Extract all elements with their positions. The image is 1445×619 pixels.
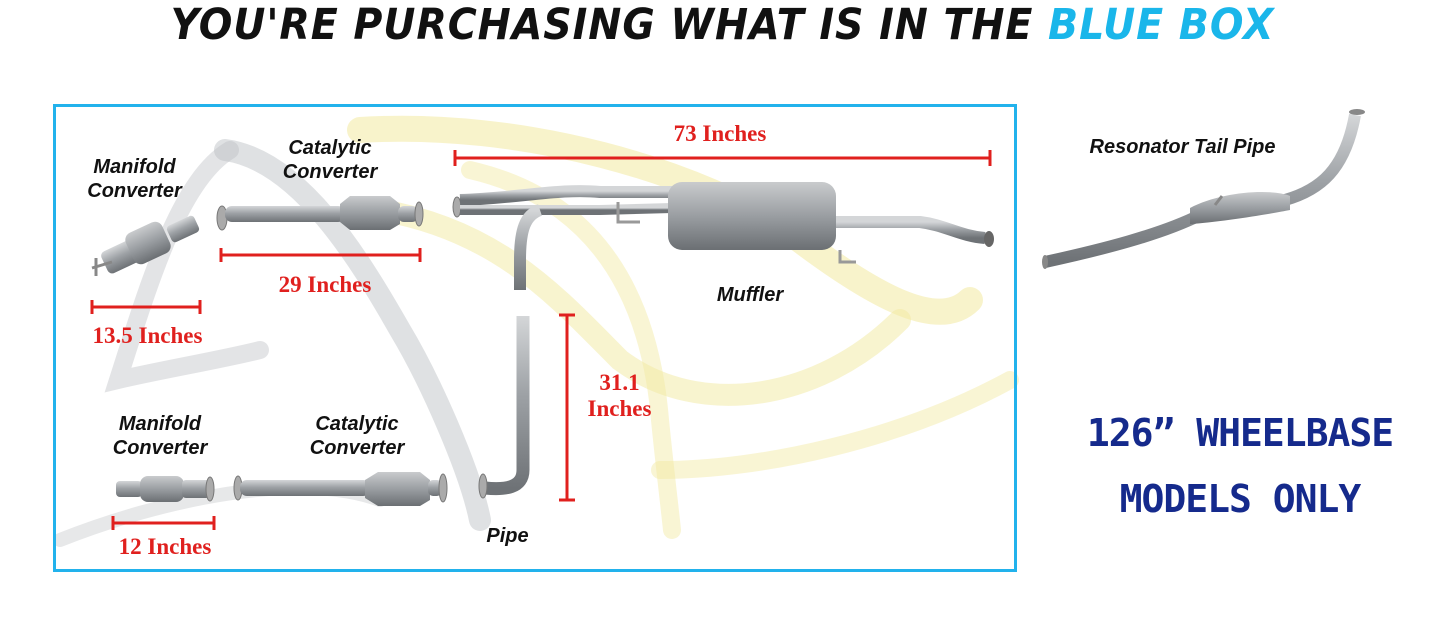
- resonator-tail-pipe-part: [1042, 109, 1365, 269]
- dimension-lines: [90, 150, 992, 530]
- manifold-bottom-dimension-line: [111, 516, 216, 530]
- label-muffler: Muffler: [716, 284, 784, 306]
- wheelbase-notice-line2: MODELS ONLY: [1119, 477, 1362, 521]
- label-manifold-converter-bottom: Manifold Converter: [112, 413, 208, 459]
- wheelbase-notice-line1: 126” WHEELBASE: [1086, 411, 1394, 455]
- wheelbase-notice: 126” WHEELBASE MODELS ONLY: [1050, 400, 1430, 532]
- dimension-muffler-length: 73 Inches: [673, 121, 767, 146]
- manifold-top-dimension-line: [90, 300, 202, 314]
- headline-prefix: YOU'RE PURCHASING WHAT IS IN THE: [170, 0, 1034, 50]
- catalytic-converter-bottom-part: [233, 472, 448, 506]
- page-headline: YOU'RE PURCHASING WHAT IS IN THE BLUE BO…: [58, 0, 1387, 50]
- label-catalytic-converter-top: Catalytic Converter: [282, 137, 378, 183]
- dimension-catalytic-top-length: 29 Inches: [278, 272, 372, 297]
- manifold-converter-bottom-part: [116, 476, 215, 502]
- label-pipe: Pipe: [486, 525, 529, 547]
- pipe-part: [478, 316, 530, 499]
- horse-watermark-icon: [53, 115, 1019, 547]
- manifold-converter-top-part: [91, 215, 200, 276]
- label-manifold-converter-top: Manifold Converter: [87, 156, 182, 202]
- dimension-manifold-bottom-length: 12 Inches: [118, 534, 212, 559]
- catalytic-converter-top-part: [216, 196, 424, 231]
- label-catalytic-converter-bottom: Catalytic Converter: [309, 413, 405, 459]
- headline-highlight: BLUE BOX: [1048, 0, 1275, 50]
- muffler-dimension-line: [453, 150, 992, 166]
- dimension-manifold-top-length: 13.5 Inches: [92, 323, 203, 348]
- dimension-pipe-height: 31.1 Inches: [587, 370, 652, 421]
- label-resonator-tail-pipe: Resonator Tail Pipe: [1089, 136, 1276, 158]
- pipe-dimension-line: [559, 313, 575, 502]
- blue-box-frame: [53, 104, 1017, 572]
- muffler-part: [452, 182, 994, 290]
- catalytic-top-dimension-line: [219, 248, 422, 262]
